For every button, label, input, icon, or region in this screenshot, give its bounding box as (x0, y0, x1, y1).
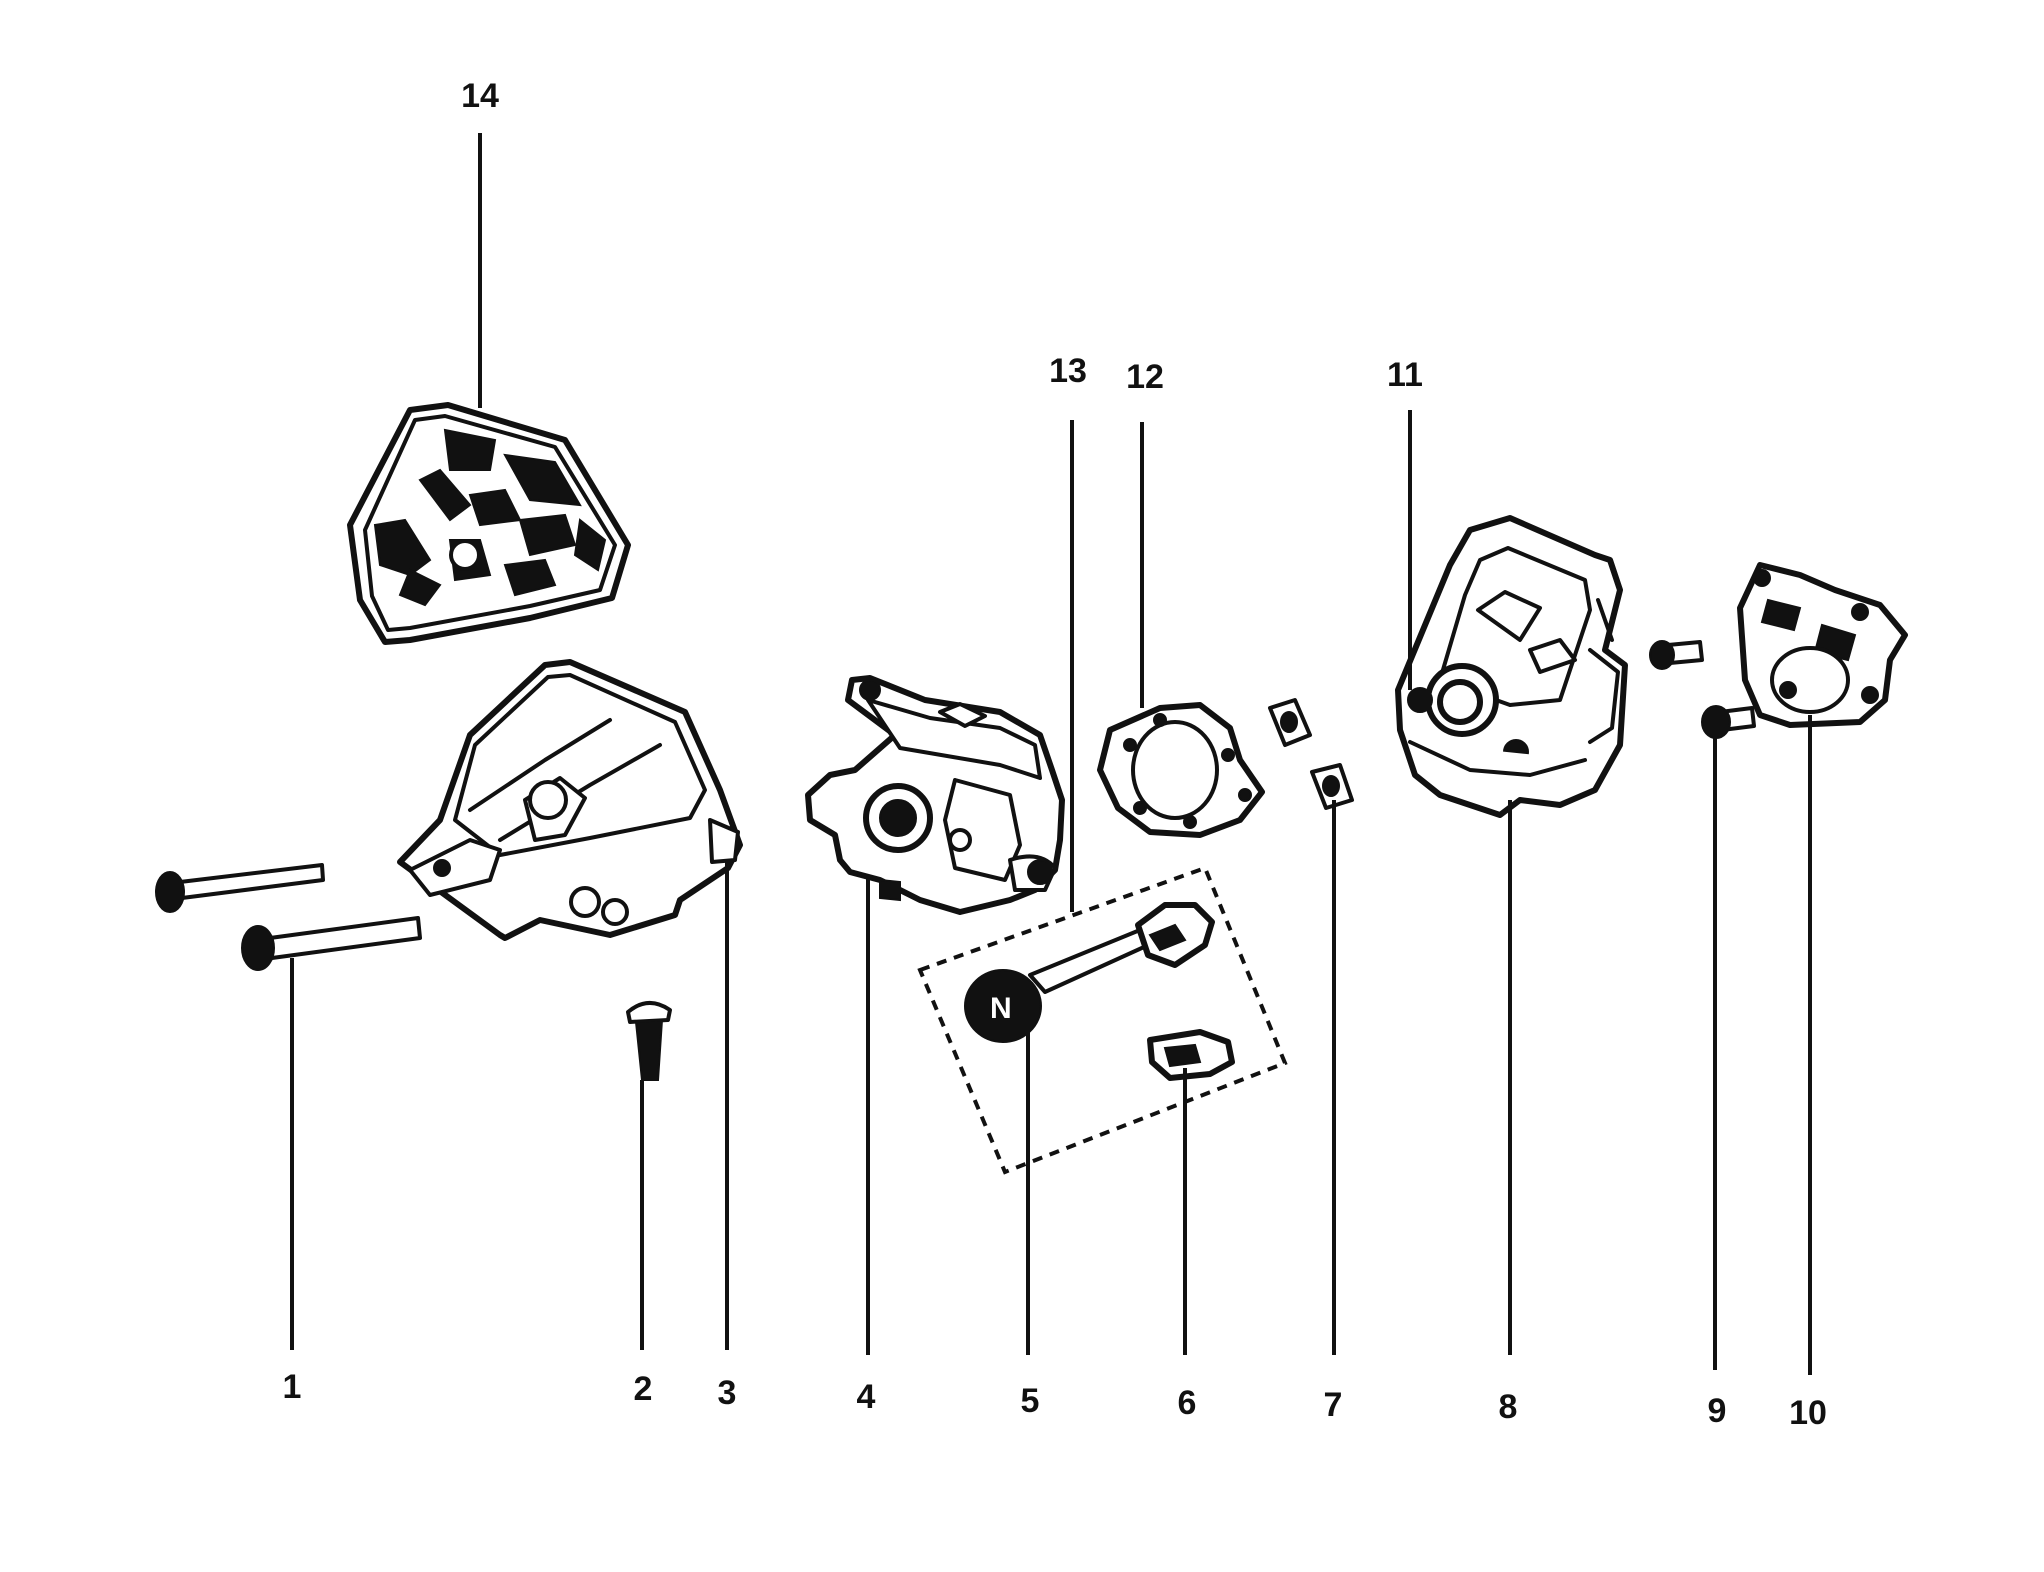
part-4-carburetor (805, 675, 1065, 915)
leader-lines (290, 133, 1812, 1375)
part-6-clip (1147, 1029, 1235, 1081)
callout-5: 5 (1021, 1382, 1040, 1420)
part-8-intake-manifold (1395, 515, 1628, 818)
part-7-nuts (1268, 698, 1354, 810)
kit-13-group: N (917, 865, 1288, 1175)
callout-12: 12 (1126, 358, 1164, 396)
callout-8: 8 (1499, 1388, 1518, 1426)
callout-6: 6 (1178, 1384, 1197, 1422)
part-12-gasket (1097, 702, 1265, 838)
callout-14: 14 (461, 77, 499, 115)
part-2-short-bolt (626, 1001, 672, 1081)
callout-9: 9 (1708, 1392, 1727, 1430)
callout-11: 11 (1387, 356, 1423, 394)
part-3-filter-housing (397, 659, 743, 941)
callout-13: 13 (1049, 352, 1087, 390)
callout-1: 1 (283, 1368, 302, 1406)
part-14-air-filter (347, 402, 631, 645)
part-9-upper-bolt (1649, 640, 1704, 670)
part-1-long-bolts (155, 863, 422, 971)
callout-2: 2 (634, 1370, 653, 1408)
part-5-valve: N (964, 902, 1215, 1043)
callout-10: 10 (1789, 1394, 1827, 1432)
valve-stamp-letter: N (990, 992, 1012, 1025)
part-10-plate (1737, 562, 1908, 728)
callout-4: 4 (857, 1378, 876, 1416)
part-9-nut (1701, 705, 1756, 739)
callout-7: 7 (1324, 1386, 1343, 1424)
callout-3: 3 (718, 1374, 737, 1412)
callout-labels: 14 13 12 11 1 2 3 4 5 6 7 8 9 10 (283, 77, 1827, 1432)
